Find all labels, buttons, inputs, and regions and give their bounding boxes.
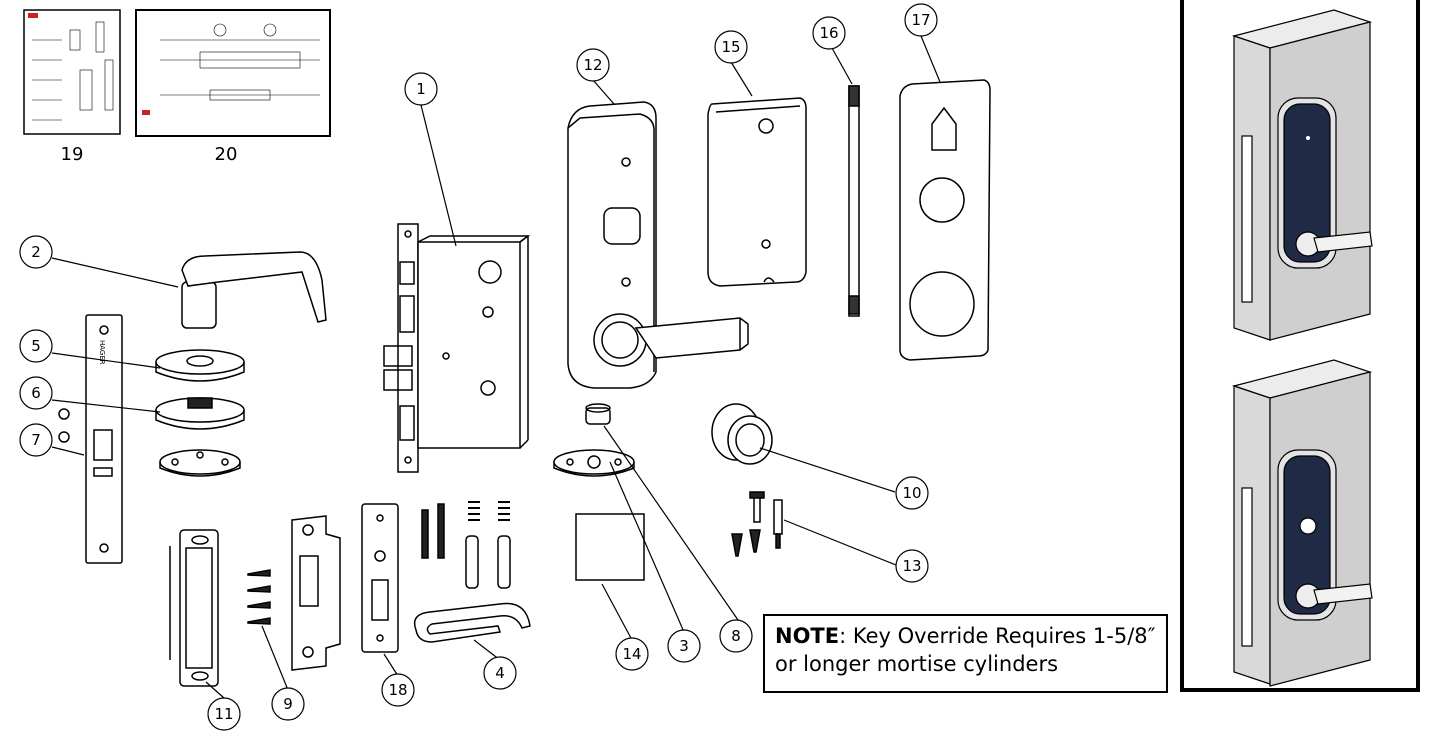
callout-2	[19, 235, 53, 269]
callout-10	[895, 476, 929, 510]
wood-screws-part	[247, 569, 271, 625]
callout-9	[271, 687, 305, 721]
callout-8	[719, 619, 753, 653]
installed-view-drawing	[1231, 9, 1373, 687]
armor-front-part	[361, 503, 399, 653]
callout-17	[904, 3, 938, 37]
callout-label-9: 9	[283, 695, 293, 713]
callout-label-4: 4	[495, 664, 505, 682]
callout-labels: 1 2 3 4 5 6 7 8 9 10 11 12 13 14 15 16 1…	[31, 11, 930, 723]
callout-label-2: 2	[31, 243, 41, 261]
screws-springs-part	[421, 501, 511, 589]
callout-label-11: 11	[214, 705, 233, 723]
lever-handle-part	[181, 251, 327, 329]
svg-text:HAGER: HAGER	[98, 340, 106, 365]
spring-cage-part	[155, 397, 245, 430]
callout-label-13: 13	[902, 557, 921, 575]
callout-markers	[19, 3, 938, 731]
thumbnail-label-19: 19	[61, 144, 84, 165]
thumbnail-19[interactable]	[23, 9, 121, 135]
strike-box-part	[169, 529, 219, 687]
callout-label-7: 7	[31, 431, 41, 449]
spanner-wrench-part	[413, 602, 531, 643]
leader-lines	[51, 35, 941, 699]
callout-label-12: 12	[583, 56, 602, 74]
faceplate-part: HAGER	[58, 314, 123, 564]
callout-14	[615, 637, 649, 671]
note-box: NOTE: Key Override Requires 1-5/8″ or lo…	[763, 614, 1168, 693]
callout-label-18: 18	[388, 681, 407, 699]
door-bottom-view	[1231, 359, 1373, 687]
note-line2: or longer mortise cylinders	[775, 652, 1059, 676]
callout-4	[483, 656, 517, 690]
callout-18	[381, 673, 415, 707]
spindle-bushing-part	[585, 403, 611, 425]
callout-12	[576, 48, 610, 82]
battery-cover-part	[707, 97, 807, 287]
callout-label-10: 10	[902, 484, 921, 502]
note-line1: : Key Override Requires 1-5/8″	[839, 624, 1156, 648]
callout-11	[207, 697, 241, 731]
flex-cable-part	[848, 85, 860, 317]
mounting-plate-part	[159, 449, 241, 477]
door-top-view	[1231, 9, 1373, 341]
callout-label-16: 16	[819, 24, 838, 42]
inside-mounting-plate-part	[553, 449, 635, 477]
callout-label-15: 15	[721, 38, 740, 56]
keypad-housing-part	[567, 101, 749, 389]
callout-1	[404, 72, 438, 106]
thumbnail-20[interactable]	[135, 9, 331, 137]
callout-label-6: 6	[31, 384, 41, 402]
callout-label-14: 14	[622, 645, 641, 663]
callout-label-3: 3	[679, 637, 689, 655]
callout-13	[895, 549, 929, 583]
installed-view-panel	[1180, 0, 1420, 692]
callout-16	[812, 16, 846, 50]
foam-block-part	[575, 513, 645, 581]
screws-and-standoff-part	[731, 491, 783, 557]
callout-15	[714, 30, 748, 64]
mortise-lock-body-part	[383, 223, 531, 473]
note-heading: NOTE	[775, 624, 840, 648]
callout-label-1: 1	[416, 80, 426, 98]
callout-3	[667, 629, 701, 663]
rose-part	[155, 349, 245, 382]
callout-label-17: 17	[911, 11, 930, 29]
callout-6	[19, 376, 53, 410]
thumbnail-label-20: 20	[215, 144, 238, 165]
callout-label-5: 5	[31, 337, 41, 355]
trim-ring-part	[711, 403, 773, 465]
callout-7	[19, 423, 53, 457]
strike-plate-part	[291, 515, 341, 671]
callout-label-8: 8	[731, 627, 741, 645]
callout-5	[19, 329, 53, 363]
gasket-part	[899, 79, 991, 361]
